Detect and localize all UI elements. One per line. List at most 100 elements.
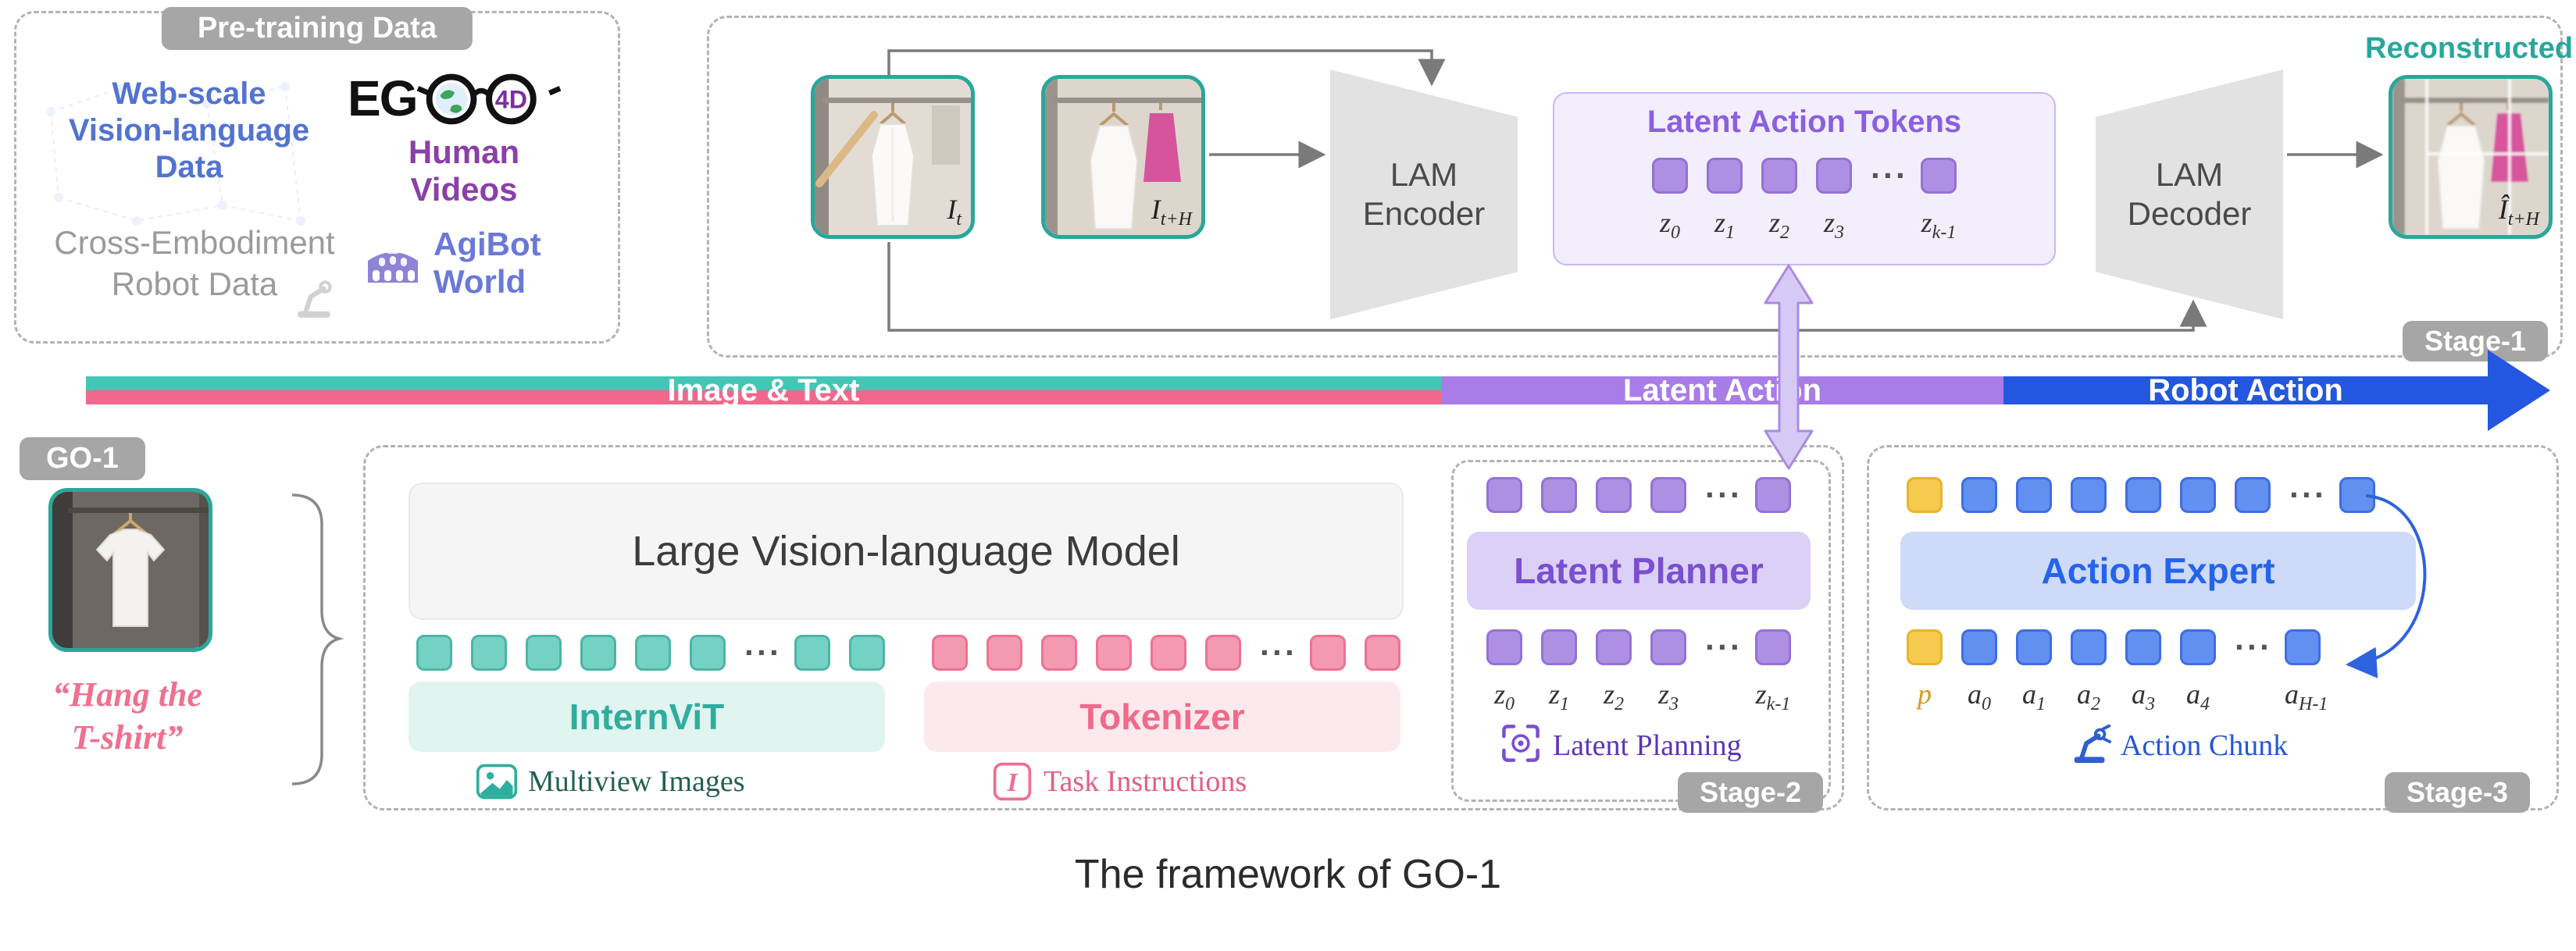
task-instructions-icon: I [993, 762, 1032, 801]
image-token [690, 635, 726, 671]
input-brace [291, 493, 344, 785]
latent-planner-section [1451, 460, 1831, 802]
ego4d-glasses-globe-icon: 4D [417, 73, 562, 125]
action-token [2125, 477, 2161, 513]
label-spacer [2235, 678, 2266, 715]
agibot-world-label: AgiBot World [433, 226, 541, 301]
action-token [2235, 477, 2271, 513]
observation-image [48, 488, 212, 652]
text-token [1365, 635, 1400, 671]
bar-image-text-label: Image & Text [667, 372, 860, 408]
action-token [2180, 629, 2216, 665]
action-token [2180, 477, 2216, 513]
latent-token [1755, 477, 1791, 513]
ellipsis: ··· [1705, 629, 1743, 665]
planner-top-token-row: ··· [1486, 477, 1791, 513]
ah-label: aH-1 [2285, 679, 2328, 715]
text-token [1310, 635, 1346, 671]
autoregressive-loop-arrow [2346, 494, 2427, 679]
closet-photo-ith [1045, 79, 1201, 235]
z3-label: z3 [1657, 679, 1679, 715]
multiview-images-icon [476, 764, 518, 800]
action-expert-box: Action Expert [1900, 532, 2416, 610]
robot-arm-decoration-icon [298, 280, 332, 318]
text-token [1151, 635, 1186, 671]
action-token [2016, 629, 2052, 665]
zk-label: zk-1 [1921, 207, 1957, 244]
text-token-row: ··· [932, 635, 1400, 671]
network-background-decoration [46, 82, 305, 226]
ellipsis: ··· [1705, 476, 1743, 513]
latent-token [1541, 629, 1577, 665]
ego4d-4d-text: 4D [495, 86, 527, 114]
proprio-token [1907, 629, 1943, 665]
z0-label: z0 [1493, 679, 1515, 715]
image-token [849, 635, 885, 671]
web-scale-data-label: Web-scale Vision-language Data [68, 77, 310, 185]
it-label: It [947, 193, 962, 230]
frame-it-image: It [811, 75, 975, 239]
latent-token [1652, 158, 1688, 194]
bar-arrowhead [2488, 350, 2550, 431]
closet-photo-reconstructed [2392, 79, 2549, 235]
image-token [526, 635, 562, 671]
text-token [1096, 635, 1132, 671]
text-token [932, 635, 968, 671]
image-token [471, 635, 507, 671]
latent-action-double-arrow [1764, 264, 1814, 470]
z0-label: z0 [1659, 207, 1680, 244]
z2-label: z2 [1768, 207, 1789, 244]
pretraining-data-box: Pre-training Data Web-scale Vision-langu… [14, 7, 620, 344]
ellipsis: ··· [744, 634, 782, 671]
action-top-token-row: ··· [1907, 477, 2375, 513]
p-label: p [1918, 679, 1932, 710]
bar-latent-action-label: Latent Action [1622, 372, 1822, 408]
ego4d-logo: EG 4D [348, 69, 562, 127]
ith-label: It+H [1151, 193, 1192, 230]
agibot-world-item: AgiBot World [363, 226, 541, 301]
lvm-box: Large Vision-language Model [409, 483, 1404, 620]
ellipsis: ··· [1871, 157, 1908, 194]
pretraining-title: Pre-training Data [161, 7, 473, 50]
reconstructed-label: Reconstructed [2365, 32, 2574, 65]
latent-token [1755, 629, 1791, 665]
lam-decoder: LAM Decoder [2096, 69, 2283, 319]
frame-ith-image: It+H [1041, 75, 1205, 239]
stage3-box: ··· Action Expert ··· p a0 a1 a2 a3 a4 a… [1867, 445, 2559, 813]
bar-robot-action-segment: Robot Action [2003, 372, 2488, 408]
latent-token [1921, 158, 1957, 194]
image-token-row: ··· [416, 635, 885, 671]
task-instructions-label: Task Instructions [1044, 765, 1247, 798]
action-token [1961, 477, 1997, 513]
ellipsis: ··· [2235, 629, 2272, 665]
bar-robot-action-label: Robot Action [2148, 372, 2343, 408]
closet-photo-observation [52, 492, 209, 648]
zk-label: zk-1 [1755, 679, 1791, 715]
ellipsis: ··· [2289, 476, 2327, 513]
text-token [987, 635, 1022, 671]
stage2-badge: Stage-2 [1678, 772, 1824, 813]
label-spacer [1871, 206, 1902, 244]
bar-latent-action-segment: Latent Action [1441, 372, 2003, 408]
latent-planner-box: Latent Planner [1467, 532, 1811, 610]
image-token [794, 635, 830, 671]
z2-label: z2 [1603, 679, 1624, 715]
figure-caption: The framework of GO-1 [1074, 852, 1502, 897]
action-token [2016, 477, 2052, 513]
action-chunk-robot-icon [2074, 724, 2112, 764]
a1-label: a1 [2022, 679, 2046, 715]
stage2-box: Large Vision-language Model ··· ··· Inte… [363, 445, 1844, 813]
text-token [1041, 635, 1077, 671]
instruction-glyph: I [1006, 768, 1019, 797]
colosseum-icon [368, 248, 418, 283]
latent-token [1761, 158, 1797, 194]
image-token [580, 635, 616, 671]
latent-token [1650, 477, 1686, 513]
bar-image-half [86, 376, 1441, 390]
internvit-box: InternViT [409, 682, 885, 752]
proprio-token [1907, 477, 1943, 513]
z1-label: z1 [1714, 207, 1735, 244]
lam-encoder: LAM Encoder [1330, 69, 1518, 319]
stage1-z-label-row: z0 z1 z2 z3 zk-1 [1652, 206, 1957, 244]
latent-action-tokens-title: Latent Action Tokens [1647, 105, 1962, 139]
